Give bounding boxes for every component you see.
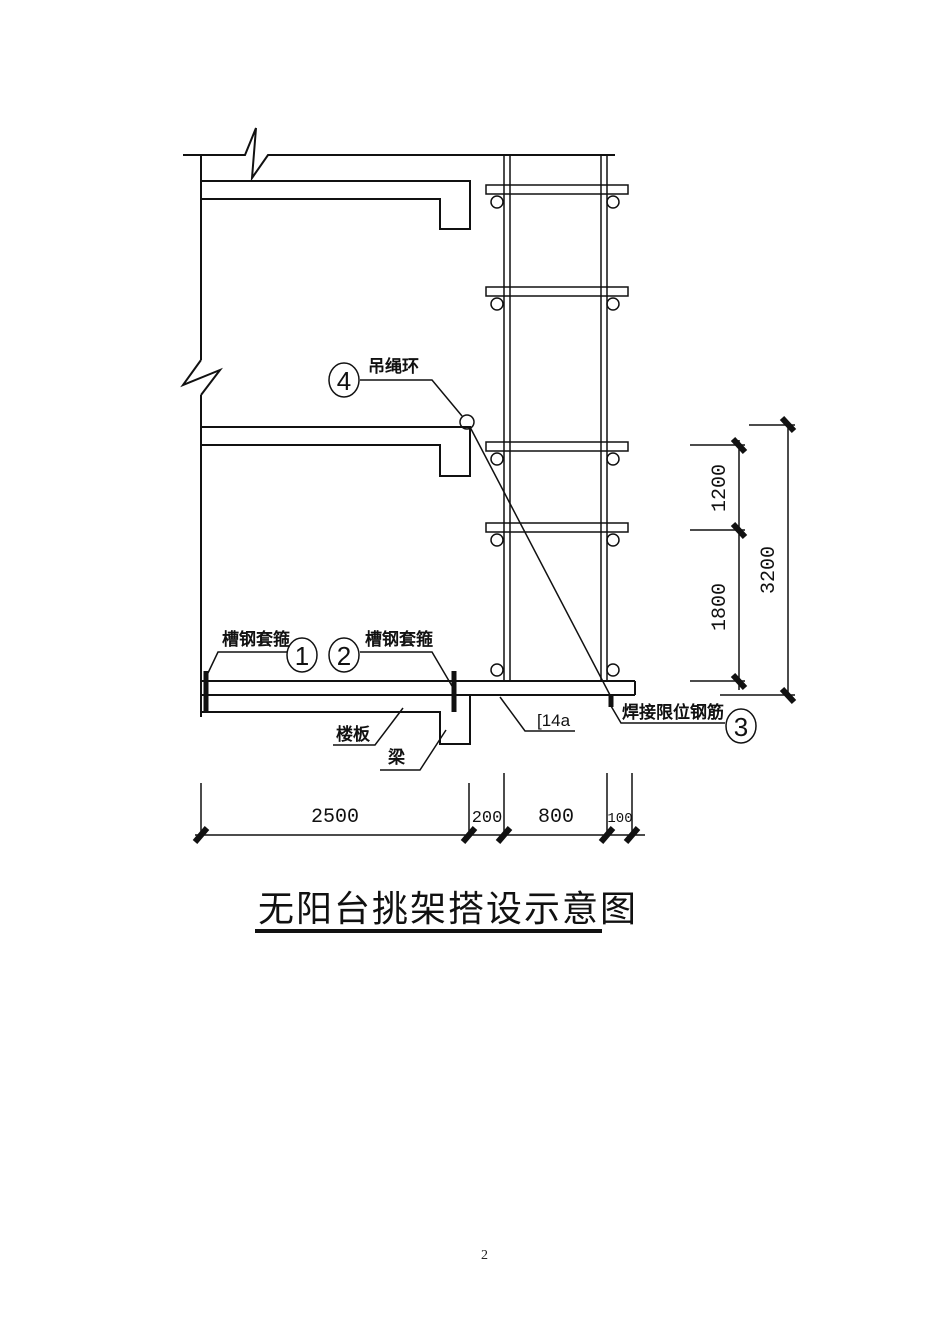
coupler-1-2 [606,195,620,209]
v-tick-4 [779,415,797,434]
callout-2-number: 2 [337,641,351,671]
h-tick-1 [192,826,210,844]
h-tick-5 [623,826,641,844]
callout-1-circle [286,637,318,673]
scaffold-posts [503,155,608,681]
ledger-3 [485,441,629,452]
callout-1-label: 槽钢套箍 [222,629,290,650]
coupler-4-2 [606,533,620,547]
leader-1 [207,651,287,674]
callout-4: 4 吊绳环 [328,356,463,417]
scaffold-ledgers [485,184,629,677]
callout-2-label: 槽钢套箍 [365,629,433,650]
callout-3: 焊接限位钢筋 3 [610,702,757,744]
hanging-rope [459,414,614,707]
base-coupler-2 [606,663,620,677]
ledger-4 [485,522,629,533]
channel-steel-label: [14a [537,711,571,730]
horizontal-dimensions: 2500 200 800 100 [192,773,645,844]
h-tick-4 [598,826,616,844]
v-tick-5 [779,686,797,705]
vertical-dimensions: 1200 1800 3200 [690,415,797,705]
callout-4-number: 4 [337,366,351,396]
wall-break-mark [180,359,224,396]
dim-3200: 3200 [758,546,781,594]
ledger-1 [485,184,629,195]
dim-800: 800 [538,806,574,829]
callout-4-circle [328,362,360,398]
building-structure [180,127,636,745]
diagram-title: 无阳台挑架搭设示意图 [258,889,639,930]
leader-2 [360,651,453,687]
middle-slab [201,426,471,477]
rope-line [469,426,611,696]
callout-1-number: 1 [295,641,309,671]
coupler-1-1 [490,195,504,209]
upper-slab [201,180,471,230]
dim-100: 100 [607,811,632,827]
coupler-3-1 [490,452,504,466]
coupler-2-2 [606,297,620,311]
rope-ring [459,414,475,430]
callout-1: 槽钢套箍 1 [207,629,318,674]
callout-2: 2 槽钢套箍 [328,629,453,687]
base-coupler-1 [490,663,504,677]
dim-1200: 1200 [709,464,732,512]
page-number: 2 [481,1248,488,1263]
top-floor-line [183,127,615,182]
h-tick-3 [495,826,513,844]
leader-4 [360,379,463,417]
floor-slab-label: 楼板 [336,724,371,745]
v-tick-1 [730,436,748,455]
ledger-2 [485,286,629,297]
dim-200: 200 [472,809,503,828]
callout-3-number: 3 [734,712,748,742]
callout-3-circle [725,708,757,744]
title-underline [255,929,602,933]
leader-3 [610,705,725,724]
channel-leader [499,696,575,732]
coupler-4-1 [490,533,504,547]
lower-slab-beam [201,695,471,745]
v-tick-2 [730,521,748,540]
dim-1800: 1800 [709,583,732,631]
coupler-2-1 [490,297,504,311]
dim-2500: 2500 [311,806,359,829]
slab-leader [333,707,404,746]
beam-label: 梁 [387,747,406,768]
beam-leader [380,729,447,771]
coupler-3-2 [606,452,620,466]
callout-4-label: 吊绳环 [368,356,419,377]
h-tick-2 [460,826,478,844]
callout-2-circle [328,637,360,673]
callout-3-label: 焊接限位钢筋 [622,702,724,723]
v-tick-3 [730,672,748,691]
